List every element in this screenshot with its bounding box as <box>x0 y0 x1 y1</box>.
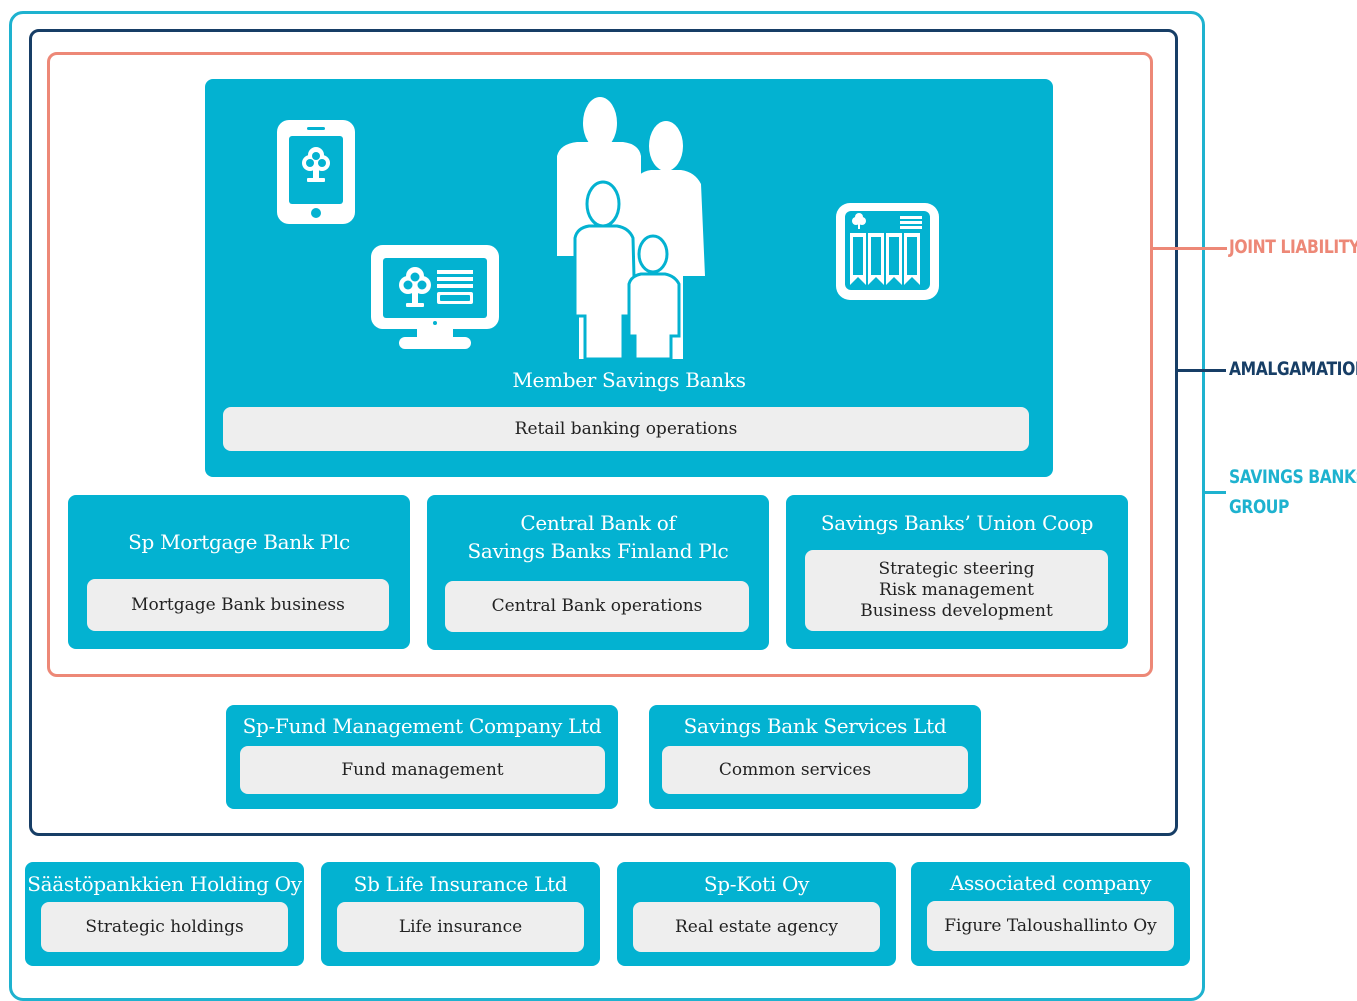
mobile-banking-icon <box>277 120 355 224</box>
common-services-label: Common services <box>718 759 872 780</box>
savings-banks-group-connector <box>1205 491 1226 494</box>
retail-banking-pill: Retail banking operations <box>223 407 1029 451</box>
central-bank-title-line1: Central Bank of <box>520 511 676 535</box>
sp-fund-management-title: Sp-Fund Management Company Ltd <box>242 714 602 738</box>
fund-management-pill: Fund management <box>240 746 605 794</box>
retail-banking-label: Retail banking operations <box>514 418 738 439</box>
savings-banks-union-box: Savings Banks’ Union Coop Strategic stee… <box>786 495 1128 649</box>
common-services-pill: Common services <box>662 746 968 794</box>
figure-taloushallinto-pill: Figure Taloushallinto Oy <box>927 901 1174 951</box>
associated-company-title: Associated company <box>949 871 1152 895</box>
central-bank-operations-pill: Central Bank operations <box>445 581 749 632</box>
life-insurance-label: Life insurance <box>398 916 523 937</box>
sp-koti-box: Sp-Koti Oy Real estate agency <box>617 862 896 966</box>
sp-mortgage-bank-title: Sp Mortgage Bank Plc <box>128 530 350 554</box>
savings-banks-group-label-line2: GROUP <box>1229 496 1290 518</box>
member-savings-banks-title: Member Savings Banks <box>512 368 746 392</box>
fund-management-label: Fund management <box>341 759 504 780</box>
real-estate-agency-pill: Real estate agency <box>633 902 880 952</box>
amalgamation-label: AMALGAMATION <box>1229 358 1357 380</box>
mortgage-bank-business-label: Mortgage Bank business <box>131 594 345 615</box>
central-bank-box: Central Bank of Savings Banks Finland Pl… <box>427 495 769 650</box>
online-banking-icon <box>371 245 499 349</box>
saastopankkien-holding-box: Säästöpankkien Holding Oy Strategic hold… <box>25 862 304 966</box>
atm-icon <box>836 203 939 300</box>
union-service-risk-management: Risk management <box>879 580 1034 600</box>
sp-fund-management-box: Sp-Fund Management Company Ltd Fund mana… <box>226 705 618 809</box>
sb-life-insurance-title: Sb Life Insurance Ltd <box>353 872 568 896</box>
sp-koti-title: Sp-Koti Oy <box>703 872 810 896</box>
family-icon <box>557 97 705 359</box>
associated-company-box: Associated company Figure Taloushallinto… <box>911 862 1190 966</box>
union-service-strategic-steering: Strategic steering <box>878 559 1035 579</box>
joint-liability-connector <box>1153 247 1227 250</box>
savings-bank-services-box: Savings Bank Services Ltd Common service… <box>649 705 981 809</box>
member-savings-banks-box: Member Savings Banks Retail banking oper… <box>205 79 1053 477</box>
sb-life-insurance-box: Sb Life Insurance Ltd Life insurance <box>321 862 600 966</box>
saastopankkien-holding-title: Säästöpankkien Holding Oy <box>27 872 302 896</box>
life-insurance-pill: Life insurance <box>337 902 584 952</box>
real-estate-agency-label: Real estate agency <box>674 916 839 937</box>
amalgamation-frame <box>29 29 1178 836</box>
mortgage-bank-business-pill: Mortgage Bank business <box>87 579 389 631</box>
sp-mortgage-bank-box: Sp Mortgage Bank Plc Mortgage Bank busin… <box>68 495 410 649</box>
union-service-business-development: Business development <box>860 601 1053 621</box>
savings-banks-union-title: Savings Banks’ Union Coop <box>820 511 1094 535</box>
strategic-holdings-pill: Strategic holdings <box>41 902 288 952</box>
central-bank-operations-label: Central Bank operations <box>491 596 703 616</box>
joint-liability-label: JOINT LIABILITY <box>1229 236 1357 258</box>
savings-bank-services-title: Savings Bank Services Ltd <box>683 714 947 738</box>
savings-banks-group-label-line1: SAVINGS BANKS <box>1229 466 1357 488</box>
strategic-holdings-label: Strategic holdings <box>85 916 244 937</box>
amalgamation-connector <box>1178 369 1226 372</box>
joint-liability-frame <box>47 52 1153 677</box>
union-services-pill: Strategic steering Risk management Busin… <box>805 550 1108 631</box>
figure-taloushallinto-label: Figure Taloushallinto Oy <box>944 915 1157 936</box>
central-bank-title-line2: Savings Banks Finland Plc <box>467 539 729 563</box>
